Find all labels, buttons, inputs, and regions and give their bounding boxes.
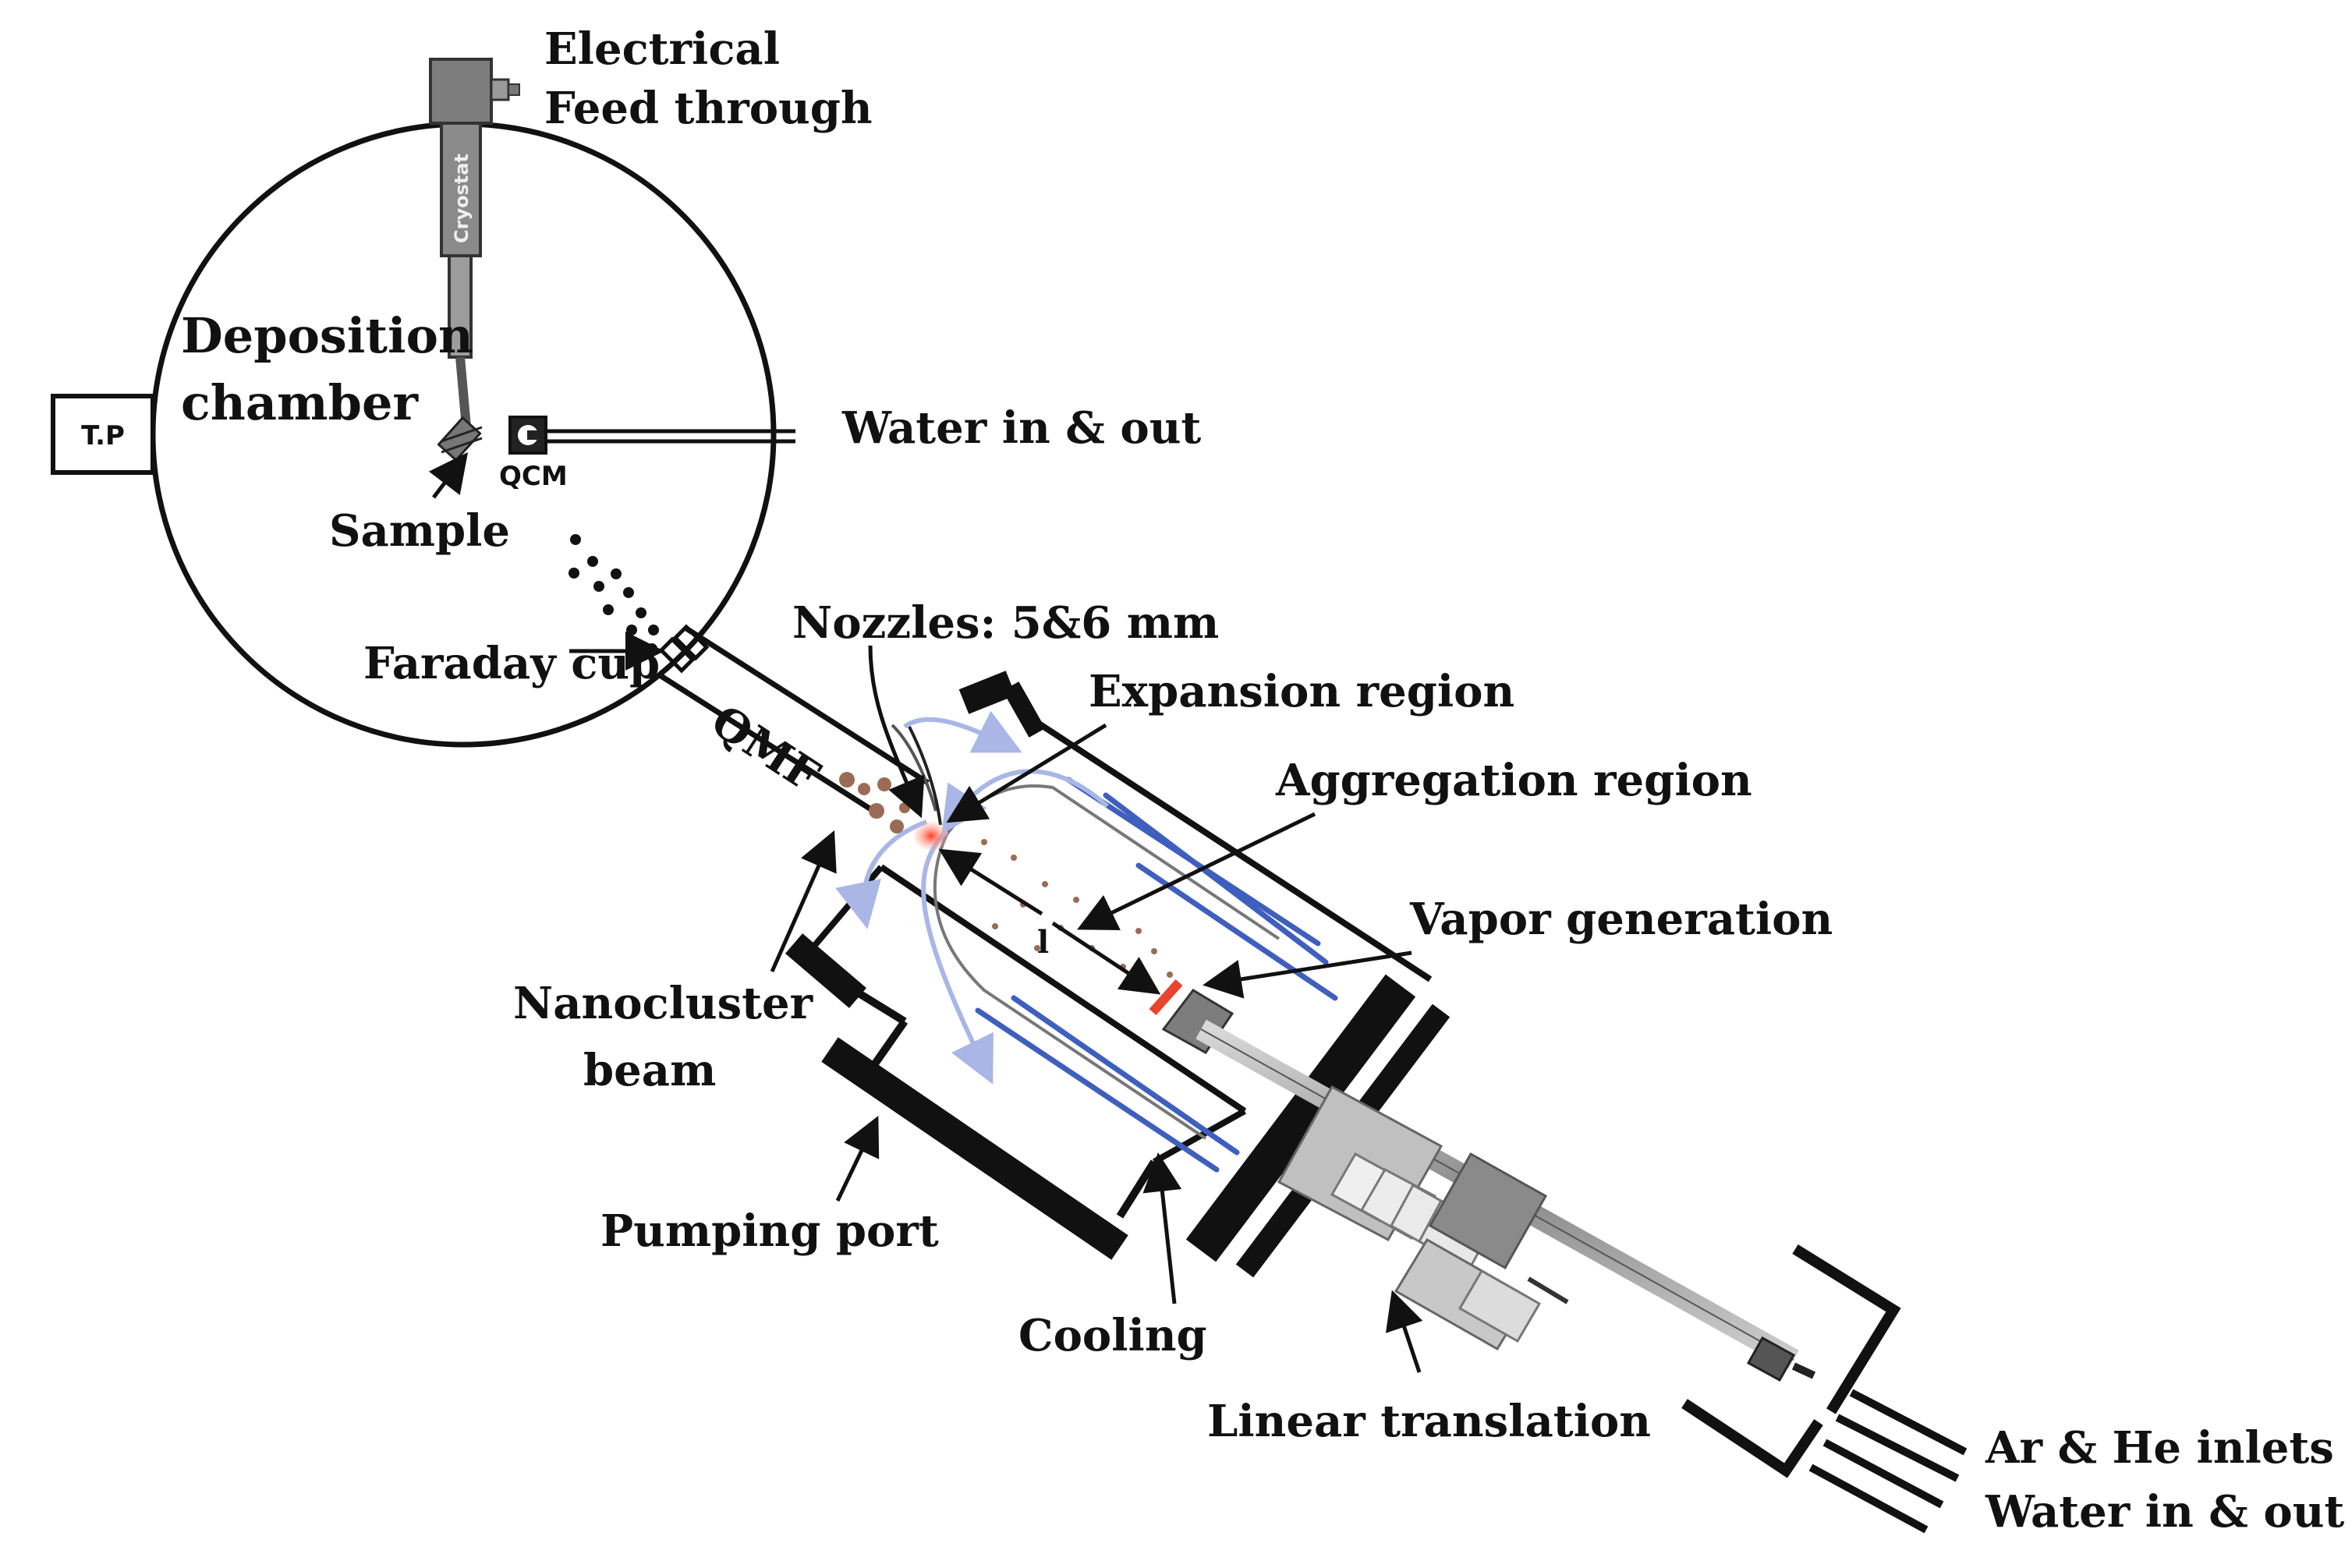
- sample-label: Sample: [329, 505, 510, 557]
- source-body: [785, 671, 1451, 1278]
- expansion-hotspot: [914, 822, 948, 850]
- qcm: QCM: [499, 416, 795, 492]
- translation-assembly: [1195, 1019, 1816, 1382]
- deposition-label-1: Deposition: [181, 307, 473, 364]
- nanocluster-arrow: [770, 830, 837, 973]
- linear-arrow: [1385, 1290, 1423, 1373]
- faraday-label: Faraday cup: [363, 638, 660, 689]
- expansion-arrow: [946, 723, 1107, 823]
- aggregation-arrow: [1077, 812, 1316, 930]
- deposition-label-2: chamber: [181, 374, 419, 431]
- labels: Electrical Feed through Deposition chamb…: [181, 23, 2344, 1538]
- vapor-arrow: [1203, 950, 1412, 999]
- electrical-label-2: Feed through: [544, 83, 873, 134]
- expansion-label: Expansion region: [1089, 666, 1514, 717]
- length-arrow-a: [938, 848, 1043, 916]
- tp-label: T.P: [81, 420, 125, 451]
- inlets-label-1: Ar & He inlets: [1985, 1422, 2334, 1474]
- aggregation-label: Aggregation region: [1275, 755, 1752, 806]
- nanocluster-label-2: beam: [583, 1045, 716, 1096]
- pumping-arrow: [835, 1115, 880, 1202]
- cooling-label: Cooling: [1018, 1310, 1207, 1361]
- cluster-dots: [569, 534, 659, 654]
- turbo-pump-box: T.P: [51, 394, 155, 475]
- cryostat-label: Cryostat: [451, 154, 473, 243]
- water-top-label: Water in & out: [841, 402, 1201, 454]
- sample-arrow: [428, 452, 469, 499]
- length-label: l: [1037, 924, 1049, 961]
- faraday-cup: [658, 624, 710, 674]
- cooling-arrow: [1142, 1152, 1182, 1304]
- pumping-label: Pumping port: [600, 1205, 939, 1257]
- electrical-label-1: Electrical: [544, 23, 780, 75]
- cryostat: Cryostat: [429, 58, 520, 462]
- qcm-label: QCM: [499, 461, 568, 492]
- nanocluster-label-1: Nanocluster: [513, 978, 814, 1029]
- qmf-label: QMF: [702, 695, 828, 802]
- length-arrow-b: [1051, 921, 1161, 995]
- nozzles-label: Nozzles: 5&6 mm: [792, 597, 1219, 649]
- cooling-tubes: [975, 777, 1338, 1173]
- inlets-label-2: Water in & out: [1985, 1486, 2344, 1538]
- vapor-label: Vapor generation: [1409, 894, 1833, 945]
- gas-inlet-box: [1681, 1244, 1968, 1534]
- nozzle-arrow: [868, 645, 925, 819]
- linear-label: Linear translation: [1207, 1396, 1651, 1447]
- pointer-arrows: [428, 452, 1423, 1373]
